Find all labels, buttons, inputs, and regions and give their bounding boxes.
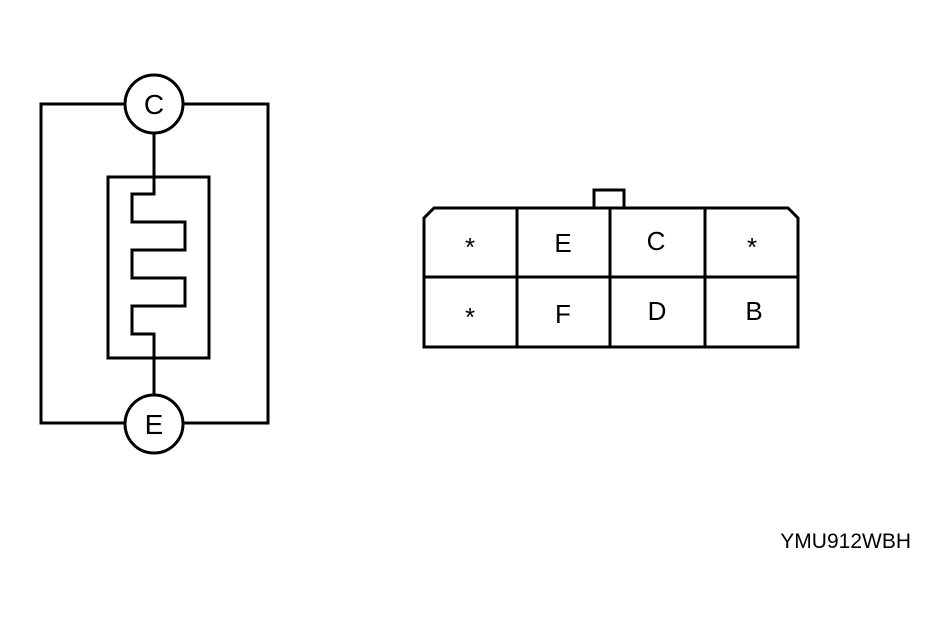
connector bbox=[422, 188, 800, 349]
pin-label: * bbox=[747, 232, 757, 262]
connector-housing bbox=[422, 206, 800, 349]
outer-loop-wire bbox=[39, 102, 270, 425]
connector-pins: * E C * * F D B bbox=[465, 226, 763, 332]
terminal-bottom-label: E bbox=[145, 409, 164, 440]
pin-label: * bbox=[465, 232, 475, 262]
connector-latch bbox=[592, 188, 626, 210]
terminal-c-circle bbox=[123, 73, 185, 135]
pin-label: E bbox=[554, 228, 571, 258]
pin-label: * bbox=[465, 302, 475, 332]
heater-box bbox=[106, 175, 211, 360]
heater-element bbox=[130, 177, 187, 358]
schematic bbox=[39, 73, 270, 455]
figure-code: YMU912WBH bbox=[780, 530, 911, 553]
pin-label: B bbox=[745, 296, 762, 326]
terminal-e-circle bbox=[123, 393, 185, 455]
pin-label: C bbox=[647, 226, 666, 256]
pin-label: F bbox=[555, 299, 571, 329]
terminal-top-label: C bbox=[144, 89, 164, 120]
pin-label: D bbox=[648, 296, 667, 326]
